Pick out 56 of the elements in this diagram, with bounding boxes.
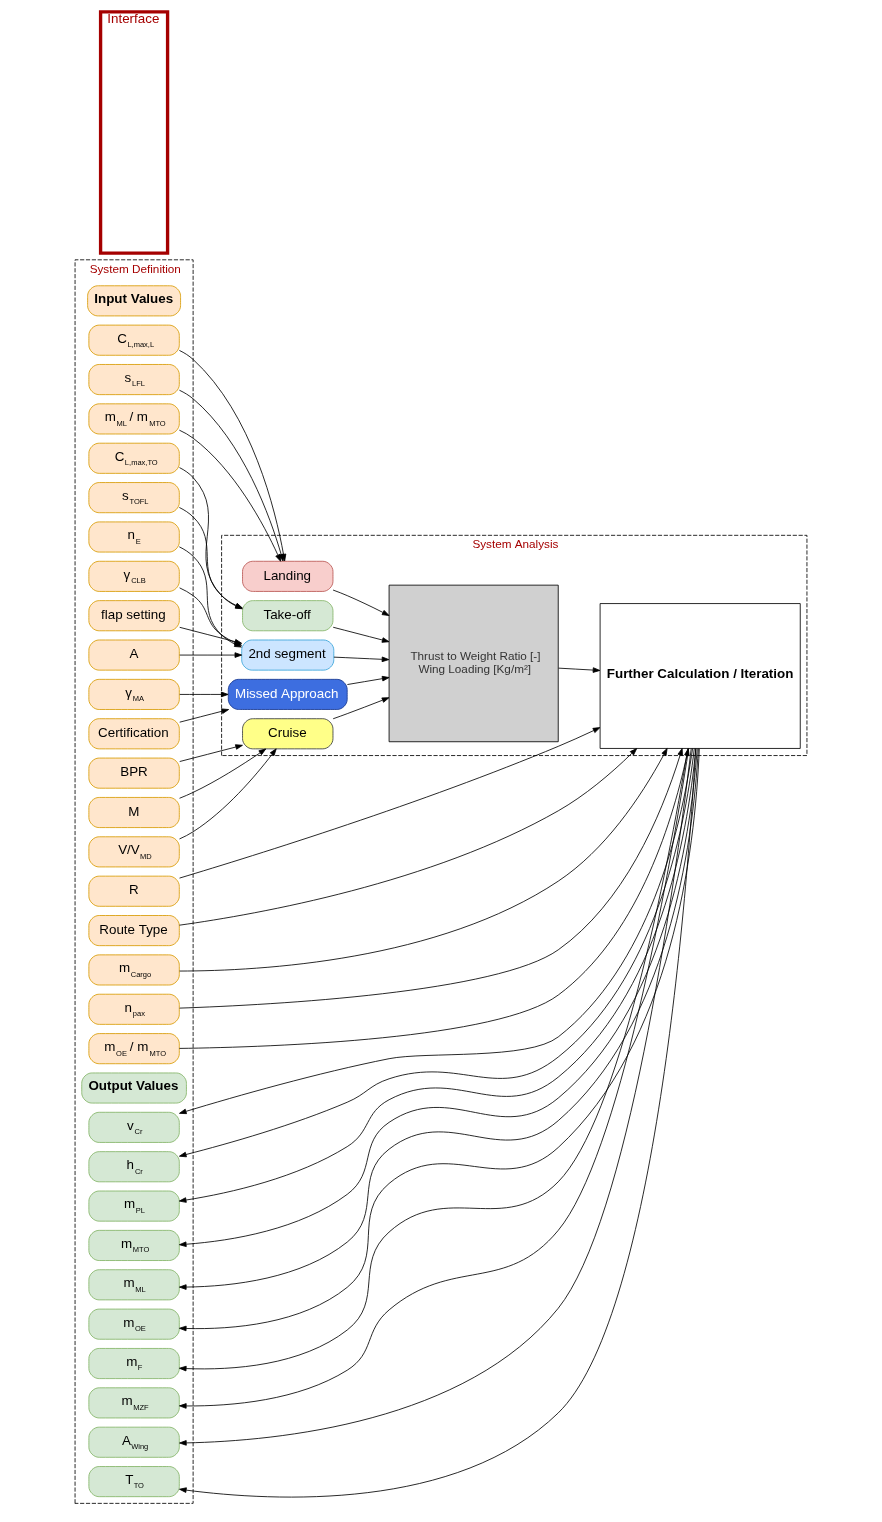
node-box: Output Values: [81, 1072, 187, 1104]
node-box: γ$_{MA}$: [88, 678, 180, 710]
arrow: [332, 697, 390, 720]
node-box: m$_{MZF}$: [88, 1387, 180, 1419]
node-box: m$_{ML}$: [88, 1269, 180, 1301]
node-box: Input Values: [87, 285, 181, 317]
node-box: Cruise: [242, 718, 334, 750]
node-box: C$_{L,max,TO}$: [88, 442, 180, 474]
arrow: [178, 748, 638, 926]
node-box: γ$_{CLB}$: [88, 560, 180, 592]
node-box: A: [88, 639, 180, 671]
node-box: BPR: [88, 757, 180, 789]
node-box: v$_{Cr}$: [88, 1111, 180, 1143]
node-box: M: [88, 797, 180, 828]
node-box: s$_{LFL}$: [88, 364, 180, 396]
node-box: n$_{pax}$: [88, 993, 180, 1025]
node-box: 2nd segment: [241, 639, 335, 671]
node-box: Further Calculation / Iteration: [599, 603, 801, 749]
arrow: [179, 708, 230, 723]
arrow: [179, 748, 668, 972]
node-box: Take-off: [242, 600, 334, 632]
arrow: [179, 744, 243, 762]
arrow: [179, 389, 284, 562]
node-box: Certification: [88, 718, 180, 750]
node-box: T$_{TO}$: [88, 1466, 180, 1498]
node-box: Thrust to Weight Ratio [-] Wing Loading [Kg/m²]: [388, 584, 559, 743]
arrow: [333, 656, 390, 663]
arrow: [179, 652, 243, 658]
arrow: [178, 429, 282, 562]
node-box: m$_{OE}$: [88, 1308, 180, 1340]
arrow: [346, 675, 390, 685]
node-box: m$_{OE}$ / m$_{MTO}$: [88, 1033, 180, 1065]
node-box: R: [88, 875, 180, 907]
node-box: m$_{F}$: [88, 1348, 180, 1379]
arrow: [179, 691, 229, 698]
node-box: flap setting: [88, 600, 180, 632]
node-box: n$_{E}$: [88, 521, 180, 553]
node-box: A$_{Wing}$: [88, 1426, 180, 1458]
node-box: Interface: [98, 10, 170, 255]
node-box: m$_{Cargo}$: [88, 954, 180, 986]
arrow: [332, 589, 390, 616]
node-box: Landing: [242, 560, 334, 592]
node-box: m$_{ML}$ / m$_{MTO}$: [88, 403, 180, 435]
node-box: V/V$_{MD}$: [88, 836, 180, 868]
node-box: C$_{L,max,L}$: [88, 324, 180, 356]
node-box: Route Type: [88, 915, 180, 947]
node-box: m$_{PL}$: [88, 1190, 180, 1222]
arrow: [179, 748, 267, 799]
arrow: [332, 626, 390, 643]
arrow: [558, 667, 601, 673]
node-box: m$_{MTO}$: [88, 1229, 180, 1261]
node-box: h$_{Cr}$: [88, 1151, 180, 1183]
node-box: s$_{TOFL}$: [88, 482, 180, 514]
node-box: Missed Approach: [227, 678, 348, 710]
arrow: [179, 727, 601, 879]
arrow: [179, 748, 277, 840]
